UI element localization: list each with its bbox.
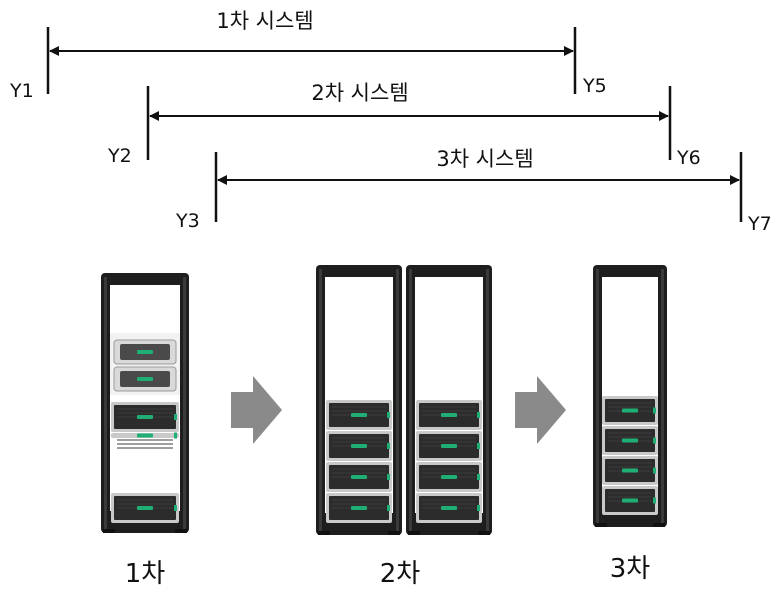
rack-post: [486, 269, 489, 531]
server-side-led: [174, 432, 177, 439]
rack-foot: [408, 531, 420, 535]
server-unit: [602, 486, 658, 515]
server-led: [622, 498, 638, 503]
server-unit: [602, 456, 658, 485]
y5-label: Y5: [582, 75, 607, 97]
server-side-led: [477, 412, 480, 418]
server-unit: [111, 432, 179, 449]
right-arrow-icon: [231, 376, 282, 444]
server-side-led: [174, 414, 177, 420]
server-side-led: [653, 407, 656, 414]
server-led: [441, 413, 457, 417]
rack-foot: [653, 523, 665, 527]
rack-labels: 1차 2차 3차: [125, 554, 651, 589]
y2-label: Y2: [107, 145, 132, 167]
server-led: [622, 468, 638, 473]
rack-post: [319, 269, 322, 531]
system-1-label: 1차 시스템: [216, 9, 313, 33]
server-led: [351, 444, 367, 448]
server-led: [622, 408, 638, 413]
server-unit: [602, 396, 658, 425]
y7-label: Y7: [747, 213, 772, 235]
server-side-led: [387, 443, 390, 449]
timeline-row-3: 3차 시스템 Y3 Y7: [175, 147, 772, 235]
server-led: [137, 377, 153, 381]
server-rack-icon: [406, 265, 492, 535]
server-side-led: [477, 474, 480, 480]
rack-3-label: 3차: [610, 554, 651, 584]
server-unit: [111, 402, 179, 432]
rack-opening: [110, 285, 180, 511]
rack-post: [409, 269, 412, 531]
rack-foot: [103, 529, 115, 533]
timeline: 1차 시스템 Y1 Y5 2차 시스템 Y2 Y6 3차 시스템 Y3 Y7: [9, 9, 772, 235]
server-side-led: [387, 474, 390, 480]
server-led: [137, 506, 153, 510]
server-unit: [326, 462, 392, 492]
server-unit: [326, 431, 392, 461]
server-led: [137, 433, 153, 438]
system-2-label: 2차 시스템: [311, 81, 408, 105]
y3-label: Y3: [175, 210, 200, 232]
rack-post: [183, 277, 186, 529]
timeline-row-2: 2차 시스템 Y2 Y6: [107, 81, 701, 169]
server-led: [137, 350, 153, 354]
y6-label: Y6: [676, 147, 701, 169]
server-unit-1u: [113, 339, 177, 365]
timeline-row-1: 1차 시스템 Y1 Y5: [9, 9, 607, 102]
rack-foot: [175, 529, 187, 533]
server-rack-icon: [316, 265, 402, 535]
server-led: [441, 475, 457, 479]
rack-post: [661, 269, 664, 523]
server-unit: [326, 493, 392, 523]
server-side-led: [653, 497, 656, 504]
server-unit: [602, 426, 658, 455]
right-arrow-icon: [515, 376, 566, 444]
transition-arrows: [231, 376, 566, 444]
server-side-led: [653, 467, 656, 474]
server-led: [441, 506, 457, 510]
rack-post: [104, 277, 107, 529]
server-unit: [111, 493, 179, 523]
server-unit: [416, 493, 482, 523]
server-rack-icon: [593, 265, 667, 527]
rack-illustrations: [101, 265, 667, 535]
server-led: [441, 444, 457, 448]
rack-foot: [478, 531, 490, 535]
server-led: [622, 438, 638, 443]
rack-1-label: 1차: [125, 559, 166, 588]
server-side-led: [387, 505, 390, 511]
server-unit: [416, 400, 482, 430]
server-led: [351, 475, 367, 479]
server-rack-icon: [101, 273, 189, 533]
system-3-label: 3차 시스템: [436, 147, 533, 171]
server-side-led: [174, 505, 177, 511]
server-side-led: [653, 437, 656, 444]
server-unit: [416, 462, 482, 492]
server-unit: [416, 431, 482, 461]
server-unit-1u: [113, 366, 177, 392]
rack-2-label: 2차: [380, 559, 421, 588]
rack-foot: [595, 523, 607, 527]
server-led: [351, 413, 367, 417]
rack-post: [396, 269, 399, 531]
rack-foot: [388, 531, 400, 535]
server-side-led: [387, 412, 390, 418]
y1-label: Y1: [9, 80, 34, 102]
rack-foot: [318, 531, 330, 535]
server-led: [351, 506, 367, 510]
server-side-led: [477, 443, 480, 449]
server-unit: [326, 400, 392, 430]
server-led: [137, 415, 153, 419]
rack-post: [596, 269, 599, 523]
server-side-led: [477, 505, 480, 511]
